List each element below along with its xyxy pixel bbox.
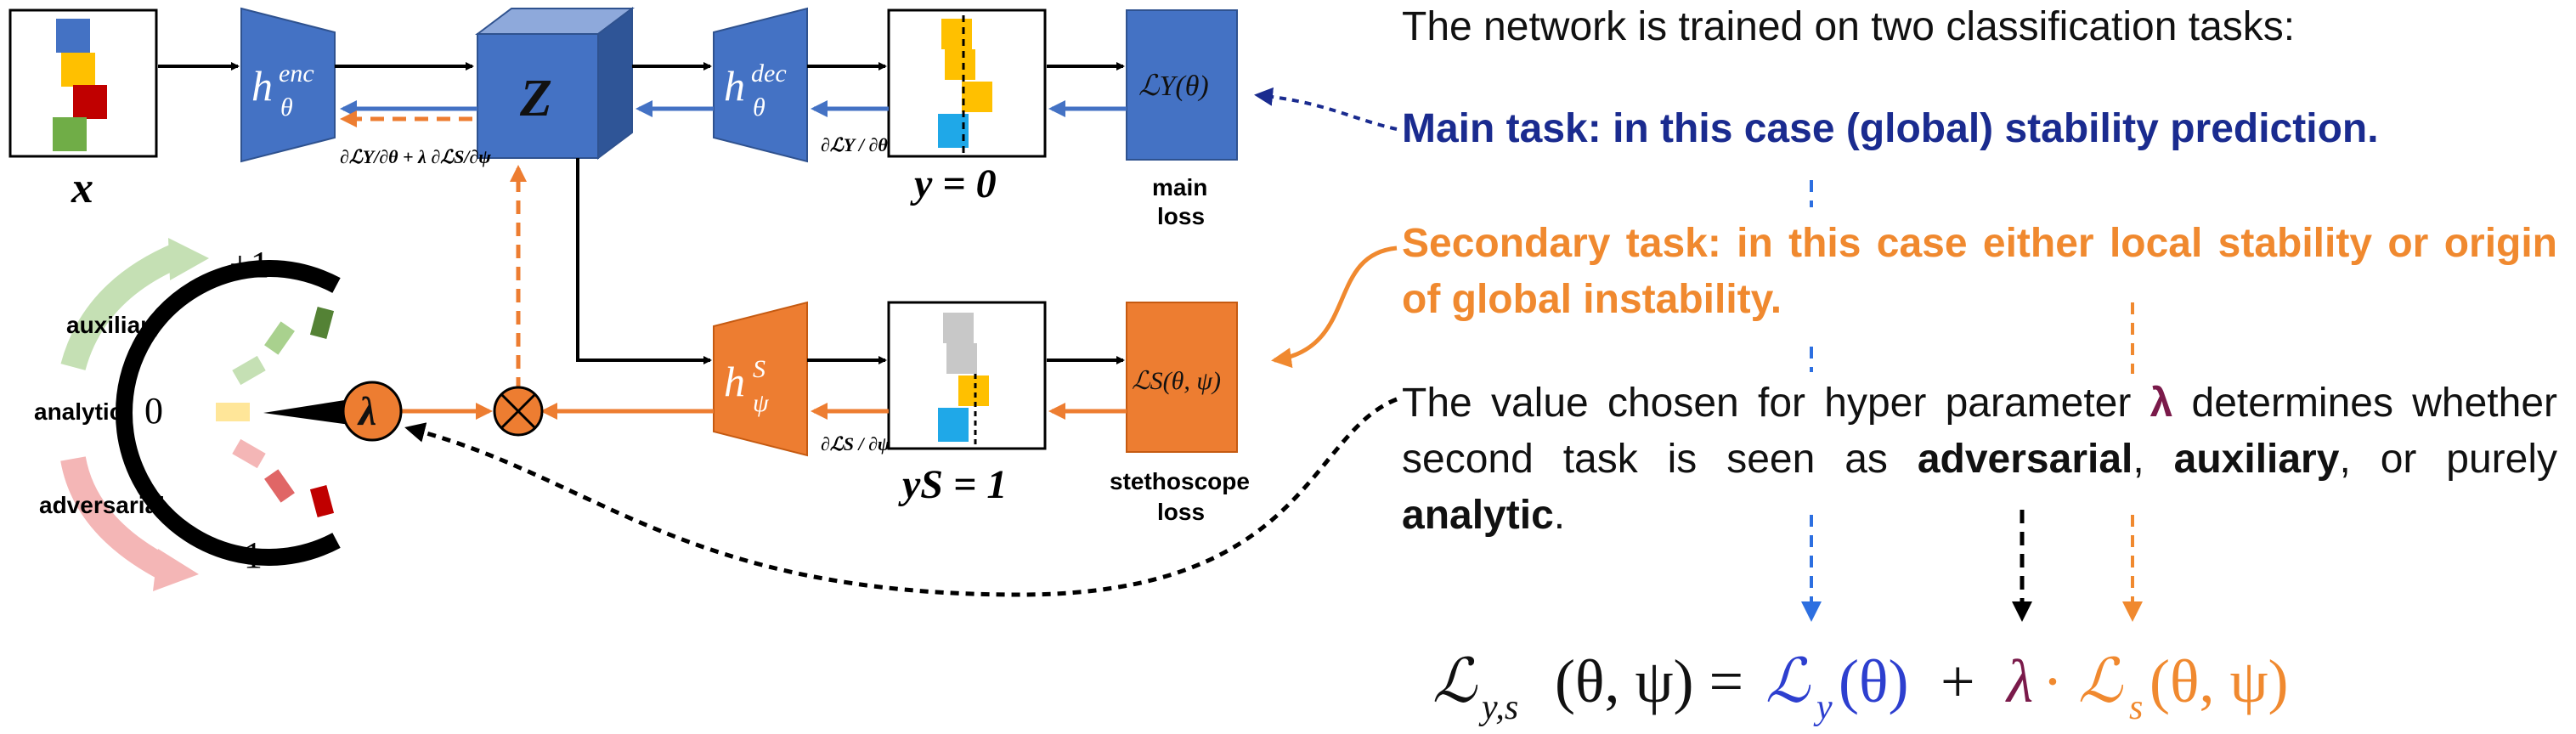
encoder-sup: enc [279,59,314,88]
hyper-part-5: . [1553,493,1566,538]
main-output-label: y = 0 [910,161,997,206]
secondary-task-text: Secondary task: in this case either loca… [1402,221,2557,322]
latent-label: Z [519,70,552,127]
gauge-middle-label: 0 [144,390,163,432]
hyper-part-4: , or purely [2339,437,2558,482]
formula-lhs-sub: y,s [1478,688,1518,727]
lambda-gauge: λ [116,260,403,566]
connector-secondary-task [1271,246,1398,369]
hyper-analytic: analytic [1402,493,1554,538]
stetho-net-base: h [724,358,745,405]
mode-analytic-label: analytic [34,398,122,425]
hyper-part-3: , [2133,437,2174,482]
formula-term2-args: (θ, ψ) [2149,647,2289,715]
intro-text: The network is trained on two classifica… [1402,4,2296,49]
main-task-text: Main task: in this case (global) stabili… [1402,106,2379,151]
connector-hyper-parameter [404,397,1398,597]
gradient-label-stetho: ∂ℒS / ∂ψ [821,433,890,455]
stetho-loss-formula: ℒS(θ, ψ) [1132,367,1221,395]
mode-auxiliary-label: auxiliary [66,312,163,338]
hyper-part-1: The value chosen for hyper parameter [1402,381,2150,426]
stethoscope-output-image [887,301,1047,450]
decoder-base: h [724,62,745,110]
hyper-adversarial: adversarial [1917,437,2133,482]
gradient-label-encoder: ∂ℒY/∂θ + λ ∂ℒS/∂ψ [340,146,491,167]
formula-term1: ℒ [1765,647,1811,715]
formula-term2: ℒ [2078,647,2124,715]
main-loss-formula: ℒY(θ) [1138,71,1209,102]
multiplier-node [493,386,544,437]
formula-term1-sub: y [1813,688,1833,727]
encoder-block: h enc θ [240,7,336,163]
stetho-net-sup: S [753,355,765,383]
connector-main-task [1254,87,1398,131]
encoder-sub: θ [280,93,293,121]
lambda-symbol: λ [357,389,376,434]
stethoscope-network-block: h S ψ [713,301,808,457]
hyper-part-2: determines whether second task is seen a… [1402,381,2558,482]
auxiliary-arc [60,243,184,371]
loss-formula: ℒ y,s (θ, ψ) = ℒ y (θ) + λ · ℒ s (θ, ψ) [1432,647,2289,727]
stetho-output-label: yS = 1 [898,462,1007,507]
adversarial-arc [60,456,173,581]
arrow-latent-to-stethoscope [576,158,712,364]
formula-term2-sub: s [2129,688,2143,727]
stetho-loss-box: ℒS(θ, ψ) [1126,302,1238,453]
formula-lambda: λ [2005,647,2033,715]
input-label: x [71,164,93,212]
hyper-auxiliary: auxiliary [2173,437,2340,482]
stetho-loss-caption-2: loss [1157,499,1205,525]
hyperparameter-text: The value chosen for hyper parameter λ d… [1402,375,2557,544]
main-output-image [887,8,1047,158]
gradient-label-main: ∂ℒY / ∂θ [821,134,888,155]
stetho-loss-caption-1: stethoscope [1110,468,1250,494]
gauge-top-label: +1 [229,244,269,285]
hyper-lambda: λ [2149,381,2173,426]
encoder-base: h [251,62,273,110]
decoder-sub: θ [753,93,765,121]
main-loss-caption-2: loss [1157,203,1205,229]
main-loss-caption-1: main [1152,174,1207,200]
stetho-net-sub: ψ [753,389,770,417]
main-loss-box: ℒY(θ) [1126,9,1238,161]
formula-dot: · [2042,647,2063,715]
formula-term1-args: (θ) [1839,647,1908,715]
latent-cube: Z [475,7,635,160]
formula-lhs: ℒ [1432,647,1478,715]
formula-plus: + [1940,647,1975,715]
decoder-sup: dec [751,59,787,88]
input-image [8,8,158,158]
formula-lhs-args: (θ, ψ) = [1555,647,1743,715]
mode-adversarial-label: adversarial [39,492,165,518]
decoder-block: h dec θ [713,7,808,163]
gauge-bottom-label: −1 [223,534,263,576]
